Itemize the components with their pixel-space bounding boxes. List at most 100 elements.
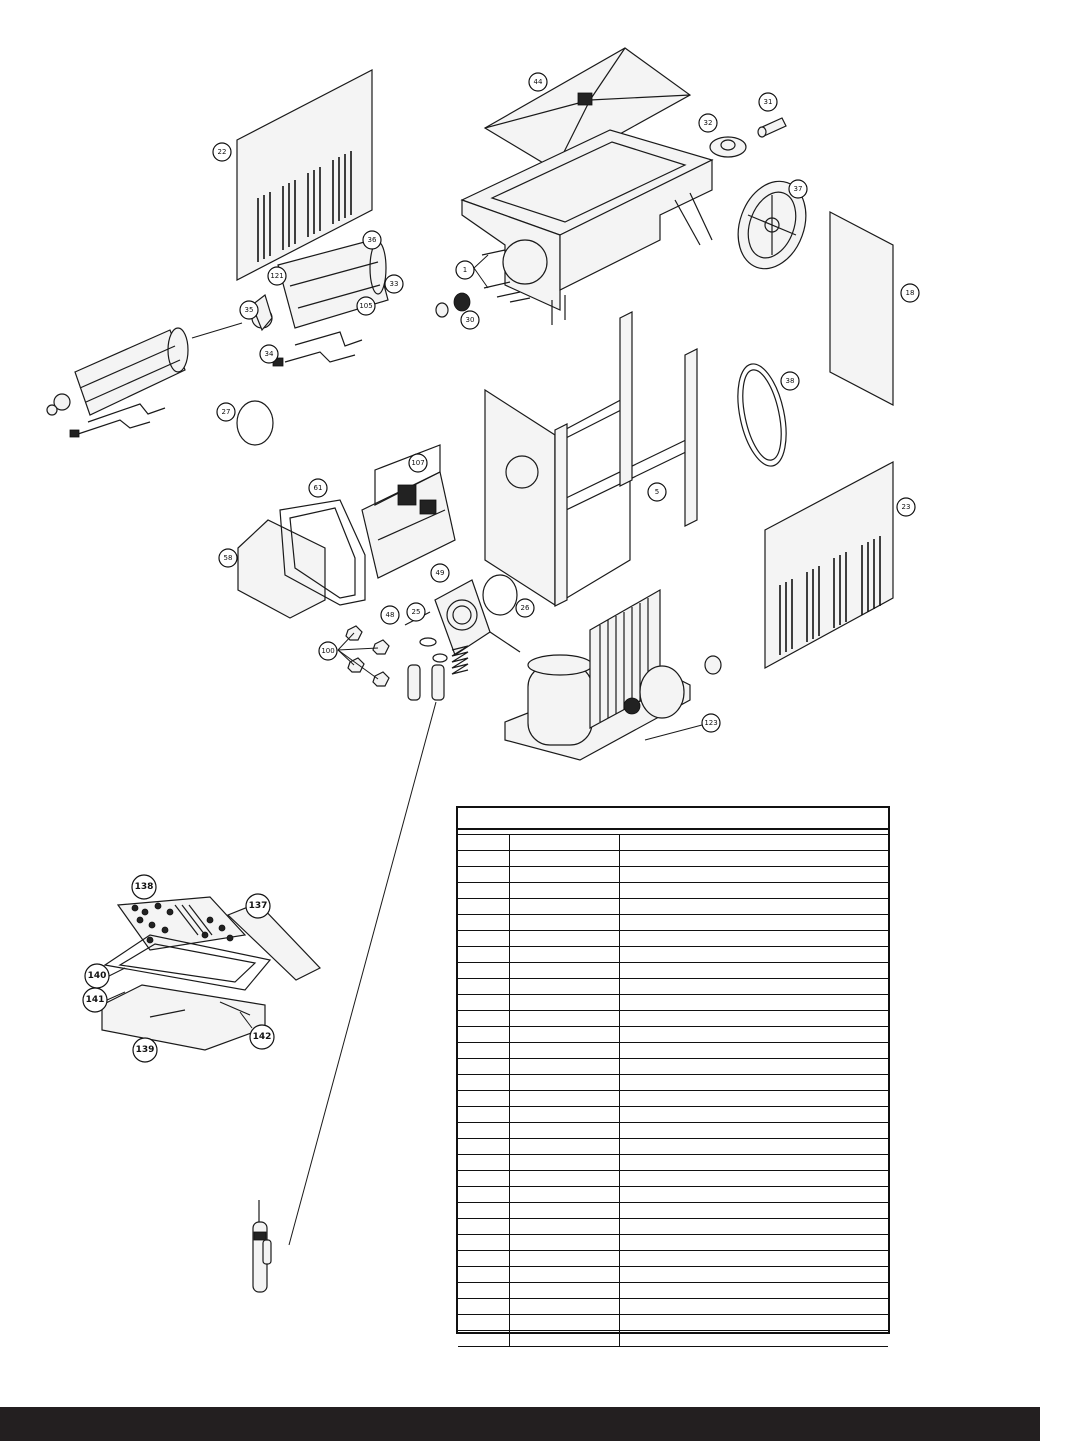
svg-text:31: 31 [764, 98, 773, 106]
callout-141: 141 [82, 987, 108, 1013]
table-cell [458, 1139, 510, 1154]
table-cell [458, 1203, 510, 1218]
table-cell [458, 1075, 510, 1090]
table-cell [510, 851, 620, 866]
table-row [458, 947, 888, 963]
table-cell [620, 963, 888, 978]
nuts-100 [337, 625, 390, 687]
table-cell [620, 883, 888, 898]
table-row [458, 1155, 888, 1171]
svg-text:22: 22 [218, 148, 227, 156]
refrigeration-base-123 [504, 588, 722, 761]
bushing-32 [709, 136, 747, 158]
table-row [458, 1011, 888, 1027]
table-cell [510, 1187, 620, 1202]
table-cell [458, 1155, 510, 1170]
table-cell [510, 1139, 620, 1154]
callout-23: 23 [896, 497, 916, 517]
svg-text:26: 26 [521, 604, 530, 612]
frame-5 [484, 311, 698, 607]
table-cell [620, 1187, 888, 1202]
table-cell [620, 931, 888, 946]
table-cell [510, 1331, 620, 1346]
table-cell [620, 947, 888, 962]
table-cell [458, 1107, 510, 1122]
svg-text:107: 107 [411, 459, 424, 467]
table-cell [458, 1091, 510, 1106]
table-cell [458, 1235, 510, 1250]
svg-text:27: 27 [222, 408, 231, 416]
table-cell [458, 1267, 510, 1282]
table-cell [458, 1027, 510, 1042]
table-cell [620, 1091, 888, 1106]
table-row [458, 1187, 888, 1203]
table-row [458, 1123, 888, 1139]
table-cell [510, 1107, 620, 1122]
drip-tray-assembly [101, 896, 321, 1051]
callout-140: 140 [84, 963, 110, 989]
callout-35: 35 [239, 300, 259, 320]
svg-text:18: 18 [906, 289, 915, 297]
svg-text:35: 35 [245, 306, 254, 314]
callout-123: 123 [701, 713, 721, 733]
callout-58: 58 [218, 548, 238, 568]
svg-text:142: 142 [253, 1032, 272, 1042]
svg-text:32: 32 [704, 119, 713, 127]
table-rows [458, 834, 888, 1347]
table-row [458, 1027, 888, 1043]
svg-text:61: 61 [314, 484, 323, 492]
callout-18: 18 [900, 283, 920, 303]
table-cell [510, 1027, 620, 1042]
table-cell [510, 979, 620, 994]
table-cell [620, 1267, 888, 1282]
table-row [458, 1075, 888, 1091]
table-cell [510, 1011, 620, 1026]
svg-text:140: 140 [88, 971, 107, 981]
rear-panel-22 [236, 69, 373, 281]
table-cell [510, 947, 620, 962]
table-cell [620, 1027, 888, 1042]
table-row [458, 931, 888, 947]
footer-bar [0, 1407, 1040, 1441]
table-cell [620, 915, 888, 930]
table-cell [620, 979, 888, 994]
auger-assembly-detail [46, 322, 243, 438]
callout-138: 138 [131, 874, 157, 900]
callout-25: 25 [406, 602, 426, 622]
table-cell [458, 947, 510, 962]
svg-text:34: 34 [265, 350, 274, 358]
table-cell [510, 1299, 620, 1314]
callout-139: 139 [132, 1037, 158, 1063]
table-row [458, 1219, 888, 1235]
table-row [458, 899, 888, 915]
callout-38: 38 [780, 371, 800, 391]
pin-31 [757, 117, 787, 138]
table-row [458, 1267, 888, 1283]
table-cell [458, 1171, 510, 1186]
table-row [458, 1059, 888, 1075]
table-cell [510, 915, 620, 930]
svg-text:137: 137 [249, 901, 268, 911]
table-cell [620, 835, 888, 850]
svg-text:105: 105 [359, 302, 372, 310]
table-cell [620, 995, 888, 1010]
callout-27: 27 [216, 402, 236, 422]
table-cell [510, 1283, 620, 1298]
table-cell [620, 1107, 888, 1122]
callout-32: 32 [698, 113, 718, 133]
table-cell [510, 1123, 620, 1138]
table-cell [458, 1059, 510, 1074]
table-cell [510, 1267, 620, 1282]
svg-text:5: 5 [655, 488, 659, 496]
table-row [458, 1299, 888, 1315]
table-row [458, 1251, 888, 1267]
table-cell [458, 979, 510, 994]
table-row [458, 1283, 888, 1299]
table-row [458, 1091, 888, 1107]
table-cell [458, 915, 510, 930]
table-cell [620, 1139, 888, 1154]
table-row [458, 1235, 888, 1251]
svg-text:1: 1 [463, 266, 467, 274]
table-cell [458, 1187, 510, 1202]
table-cell [620, 1235, 888, 1250]
